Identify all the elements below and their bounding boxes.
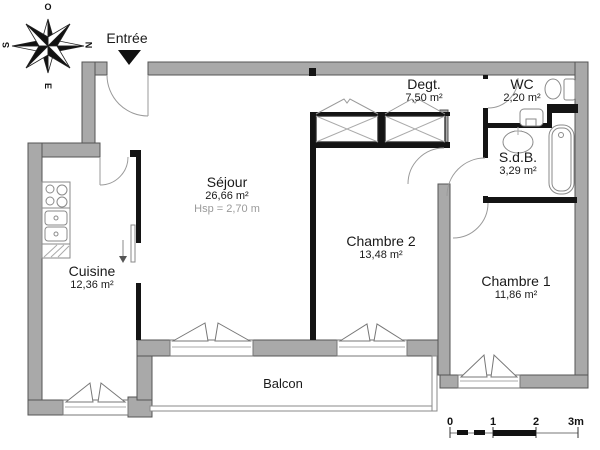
scale-label-0: 0 [446,416,454,428]
washbasin-icon [502,127,534,154]
sink-icon [41,207,71,245]
compass-letter-east: E [43,82,53,90]
room-label-cuisine: Cuisine 12,36 m² [68,263,116,292]
bathtub-icon [548,124,575,195]
window-chambre1 [457,353,521,389]
scale-bar [449,427,579,438]
scale-label-2: 2 [532,416,540,428]
scale-label-1: 1 [489,416,497,428]
room-label-chambre2: Chambre 2 13,48 m² [346,233,416,262]
compass-rose-icon [11,18,85,74]
window-sejour [169,322,254,357]
balcony-outline [149,355,438,412]
bathroom-door [446,157,486,197]
dishwasher-icon [41,243,71,259]
entry-door [106,74,149,117]
interior-walls [130,68,578,340]
entrance-label: Entrée [106,30,148,46]
bedroom2-door [407,147,445,185]
closets [315,98,446,143]
window-chambre2 [336,323,408,357]
stove-icon [41,181,71,209]
entrance-arrow-icon [118,50,141,65]
technical-duct [547,104,578,113]
sliding-door [119,224,136,263]
kitchen-door [99,156,129,186]
fixtures [41,78,576,259]
room-label-chambre1: Chambre 1 11,86 m² [481,273,551,302]
room-label-sdb: S.d.B. 3,29 m² [498,149,538,178]
room-label-wc: WC 2,20 m² [503,76,541,105]
handbasin-icon [519,108,544,127]
compass-letter-north: N [83,41,94,49]
doors [99,74,519,263]
compass-letter-west: O [44,2,52,12]
compass-letter-south: S [1,41,12,49]
bedroom1-door [452,202,489,239]
room-label-sejour: Séjour 26,66 m² Hsp = 2,70 m [194,174,260,215]
windows [62,322,521,416]
exterior-walls [27,61,589,418]
room-label-degagement: Degt. 7,50 m² [405,76,443,105]
ceiling-height-label: Hsp = 2,70 m [194,202,260,215]
scale-label-3m: 3m [568,416,584,428]
toilet-icon [544,78,576,101]
room-label-balcon: Balcon [263,376,303,391]
window-cuisine [62,382,129,416]
wc-door [487,77,519,109]
